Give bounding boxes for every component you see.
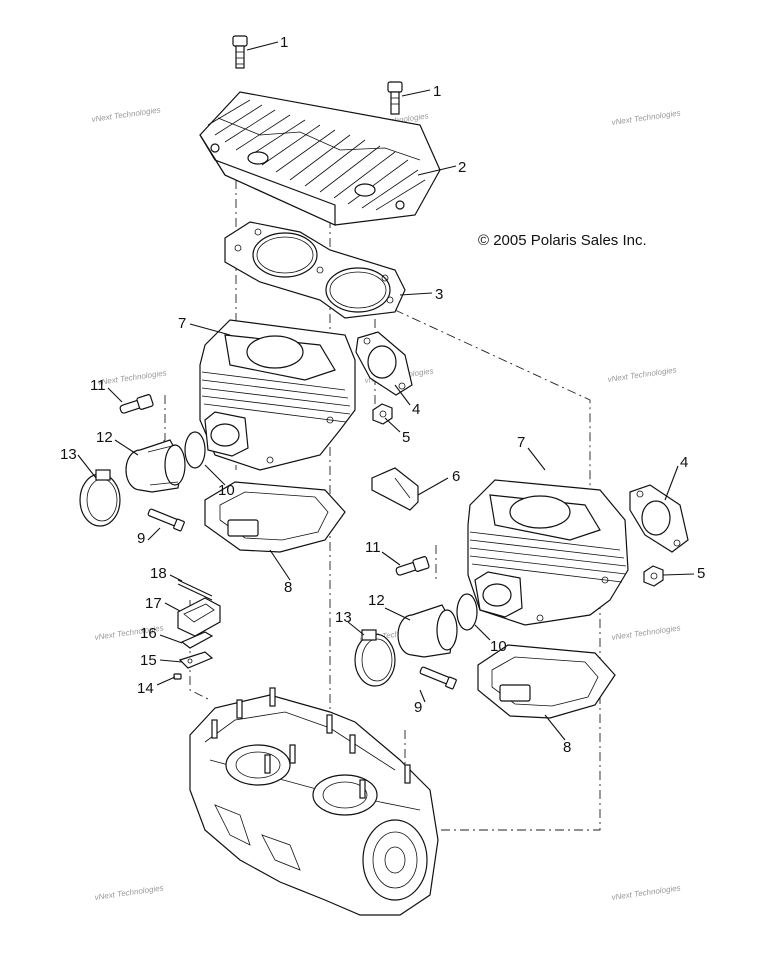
cylinder-left [199,319,356,471]
screw-left [119,394,154,414]
watermark-10: vNext Technologies [94,883,164,902]
nut-right [643,565,664,587]
screw-right [395,556,430,576]
crankcase-studs [211,687,411,799]
callout-18: 18 [150,565,167,582]
callout-15: 15 [140,652,157,669]
intake-boot-right [397,604,458,658]
bolt-9-right [419,666,457,690]
callout-11a: 11 [90,377,106,394]
callout-6: 6 [452,468,460,485]
callout-4a: 4 [412,401,420,418]
leader-lines [77,41,695,741]
deflector-plate [371,467,419,511]
callout-13b: 13 [335,609,352,626]
callout-8a: 8 [284,579,292,596]
bolt-1b [387,81,403,115]
watermark-12: vNext Technologies [611,883,681,902]
callout-5b: 5 [697,565,705,582]
callout-7a: 7 [178,315,186,332]
o-ring-left [184,431,206,469]
callout-9a: 9 [137,530,145,547]
watermark-4: vNext Technologies [97,368,167,387]
exhaust-gasket-left [355,331,413,396]
callout-17: 17 [145,595,162,612]
callout-10b: 10 [490,638,507,655]
callout-8b: 8 [563,739,571,756]
o-ring-right [456,593,478,631]
watermark-1: vNext Technologies [91,105,161,124]
callout-4b: 4 [680,454,688,471]
cylinder-right [467,479,629,626]
callout-16: 16 [140,625,157,642]
callout-3: 3 [435,286,443,303]
reed-valve-pin [177,579,213,601]
base-gasket-right [477,644,616,719]
watermark-9: vNext Technologies [611,623,681,642]
callout-12b: 12 [368,592,385,609]
clamp-right [354,629,396,687]
reed-petal [180,631,214,649]
callout-14: 14 [137,680,154,697]
callout-7b: 7 [517,434,525,451]
callout-1a: 1 [280,34,288,51]
callout-11b: 11 [365,539,381,556]
bolt-1a [232,35,248,69]
reed-stop-plate [178,651,214,669]
reed-screw [173,673,182,680]
bolt-9-left [147,508,185,532]
callout-13a: 13 [60,446,77,463]
head-gasket [224,221,406,319]
intake-boot-left [125,439,186,493]
copyright-notice: © 2005 Polaris Sales Inc. [478,232,647,249]
crankcase [189,687,439,916]
callout-12a: 12 [96,429,113,446]
callout-10a: 10 [218,482,235,499]
callout-9b: 9 [414,699,422,716]
callout-numbers: 1 1 2 3 7 4 5 11 12 13 10 9 8 6 7 4 5 11… [60,34,705,756]
nut-left [372,403,393,425]
exhaust-gasket-right [629,484,689,553]
callout-5a: 5 [402,429,410,446]
base-gasket-left [204,481,346,553]
watermark-6: vNext Technologies [607,365,677,384]
watermark-3: vNext Technologies [611,108,681,127]
clamp-left [79,469,121,527]
cylinder-head [199,91,441,226]
reed-valve-cage [177,597,221,637]
callout-2: 2 [458,159,466,176]
callout-1b: 1 [433,83,441,100]
